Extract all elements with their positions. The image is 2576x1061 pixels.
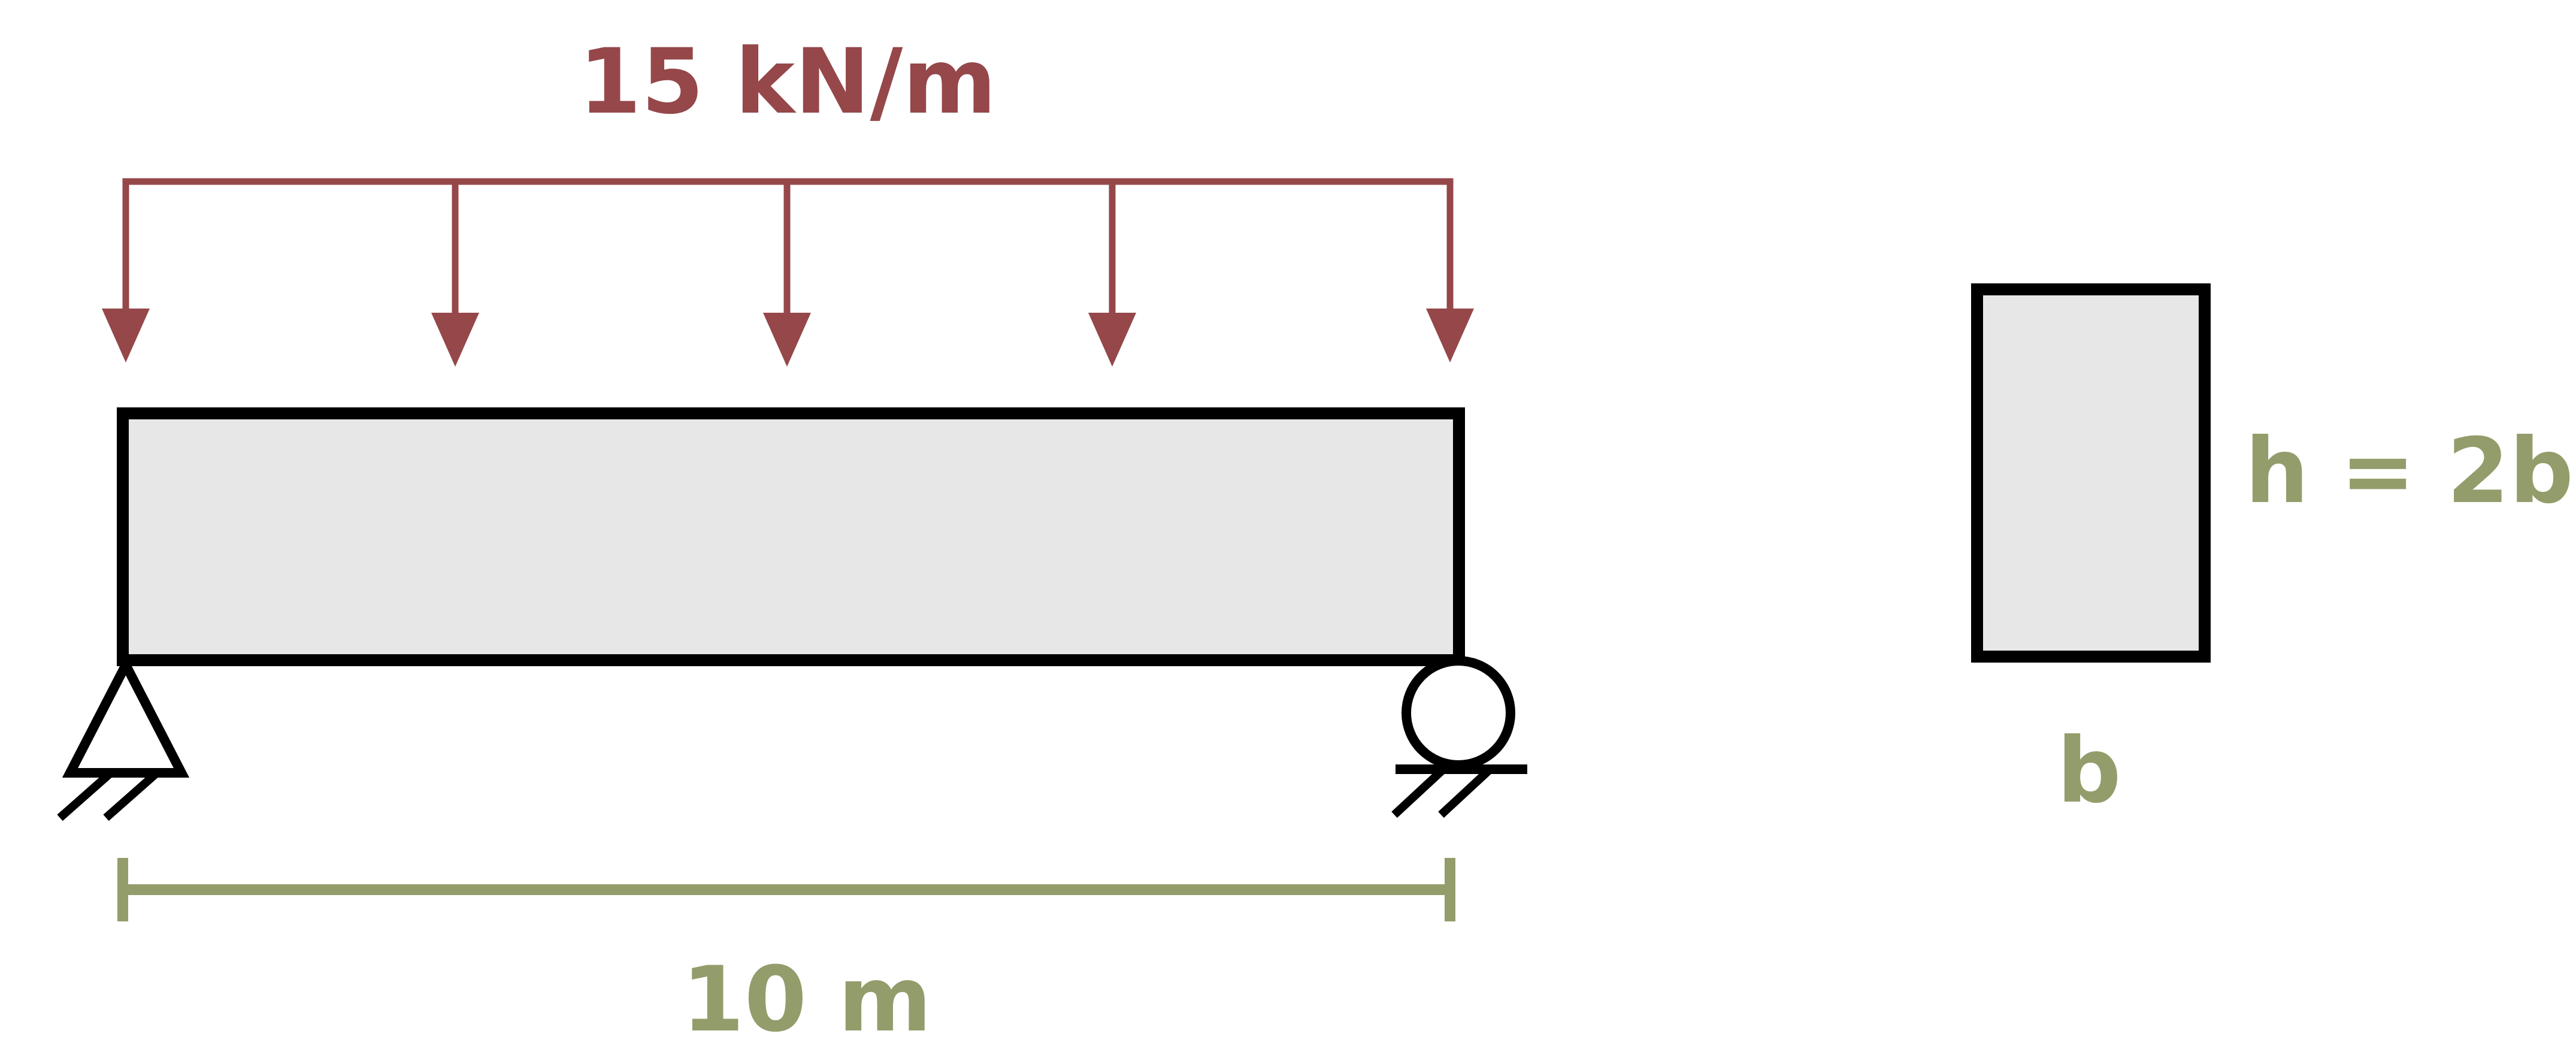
load-label: 15 kN/m <box>579 30 996 134</box>
cross-section <box>1971 283 2211 663</box>
load-arrowheads <box>102 309 1474 367</box>
roller-support-hatch-1 <box>1391 766 1446 818</box>
section-height-label: h = 2b <box>2245 419 2574 524</box>
load-arrowhead-4 <box>1088 313 1136 367</box>
load-arrowhead-1 <box>102 309 150 362</box>
load-arrowhead-3 <box>763 313 811 367</box>
pin-support-hatch-1 <box>57 769 114 821</box>
roller-support-hatch-2 <box>1438 766 1493 818</box>
roller-support-circle <box>1401 656 1515 770</box>
pin-support-hatch-2 <box>103 769 160 821</box>
section-width-label: b <box>2057 719 2121 823</box>
roller-support-icon <box>1391 656 1527 818</box>
pin-support-triangle <box>62 654 190 778</box>
pin-support-icon <box>57 654 190 821</box>
span-label: 10 m <box>682 948 931 1052</box>
load-arrowhead-2 <box>431 313 479 367</box>
load-arrowhead-5 <box>1426 309 1474 362</box>
distributed-load <box>122 178 1454 315</box>
beam <box>117 407 1465 666</box>
span-dimension <box>117 858 1455 921</box>
